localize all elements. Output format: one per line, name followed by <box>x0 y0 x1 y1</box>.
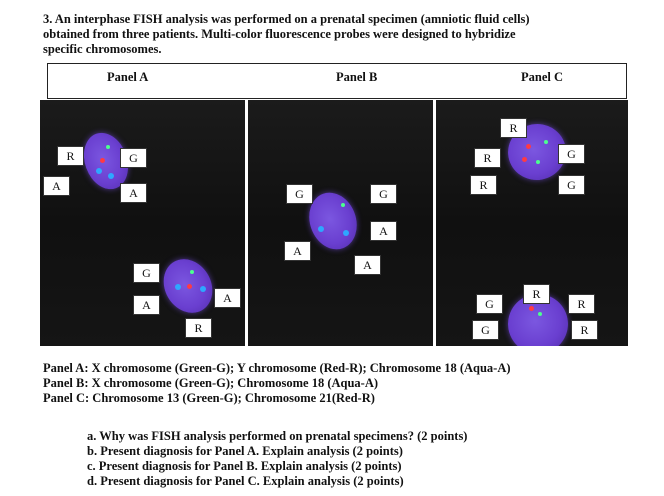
probe-label: A <box>120 183 147 203</box>
red-signal <box>100 158 105 163</box>
probe-label: A <box>284 241 311 261</box>
sub-question-d: d. Present diagnosis for Panel C. Explai… <box>87 474 404 488</box>
red-signal <box>529 306 534 311</box>
panel-a-title: Panel A <box>107 70 149 84</box>
green-signal <box>536 160 540 164</box>
probe-label: R <box>500 118 527 138</box>
green-signal <box>106 145 110 149</box>
panel-b-title: Panel B <box>336 70 378 84</box>
aqua-signal <box>96 168 102 174</box>
panel-a-image: R G A A G A A R <box>40 100 245 346</box>
sub-question-a: a. Why was FISH analysis performed on pr… <box>87 429 468 443</box>
panel-c-title: Panel C <box>521 70 564 84</box>
probe-label: R <box>185 318 212 338</box>
probe-label: G <box>133 263 160 283</box>
probe-label: R <box>571 320 598 340</box>
sub-question-b: b. Present diagnosis for Panel A. Explai… <box>87 444 403 458</box>
probe-label: G <box>370 184 397 204</box>
probe-label: R <box>470 175 497 195</box>
green-signal <box>190 270 194 274</box>
legend-panel-a: Panel A: X chromosome (Green-G); Y chrom… <box>43 361 511 375</box>
aqua-signal <box>318 226 324 232</box>
aqua-signal <box>343 230 349 236</box>
probe-label: R <box>523 284 550 304</box>
aqua-signal <box>200 286 206 292</box>
green-signal <box>341 203 345 207</box>
green-signal <box>538 312 542 316</box>
panel-header-box: Panel A Panel B Panel C <box>47 63 627 99</box>
probe-label: R <box>474 148 501 168</box>
probe-legend: Panel A: X chromosome (Green-G); Y chrom… <box>43 361 511 406</box>
legend-panel-c: Panel C: Chromosome 13 (Green-G); Chromo… <box>43 391 375 405</box>
probe-label: A <box>133 295 160 315</box>
green-signal <box>544 140 548 144</box>
probe-label: A <box>370 221 397 241</box>
probe-label: A <box>43 176 70 196</box>
aqua-signal <box>108 173 114 179</box>
probe-label: G <box>476 294 503 314</box>
panel-b-image: G G A A A <box>248 100 433 346</box>
probe-label: G <box>120 148 147 168</box>
question-line: obtained from three patients. Multi-colo… <box>43 27 516 41</box>
probe-label: G <box>286 184 313 204</box>
probe-label: A <box>354 255 381 275</box>
sub-questions: a. Why was FISH analysis performed on pr… <box>87 429 467 489</box>
probe-label: R <box>568 294 595 314</box>
probe-label: G <box>558 175 585 195</box>
aqua-signal <box>175 284 181 290</box>
probe-label: G <box>472 320 499 340</box>
red-signal <box>526 144 531 149</box>
panel-c-image: R R G R G R G R G R <box>436 100 628 346</box>
red-signal <box>187 284 192 289</box>
question-line: 3. An interphase FISH analysis was perfo… <box>43 12 530 26</box>
sub-question-c: c. Present diagnosis for Panel B. Explai… <box>87 459 402 473</box>
question-line: specific chromosomes. <box>43 42 162 56</box>
red-signal <box>522 157 527 162</box>
probe-label: G <box>558 144 585 164</box>
legend-panel-b: Panel B: X chromosome (Green-G); Chromos… <box>43 376 379 390</box>
probe-label: A <box>214 288 241 308</box>
question-text: 3. An interphase FISH analysis was perfo… <box>43 12 643 57</box>
probe-label: R <box>57 146 84 166</box>
